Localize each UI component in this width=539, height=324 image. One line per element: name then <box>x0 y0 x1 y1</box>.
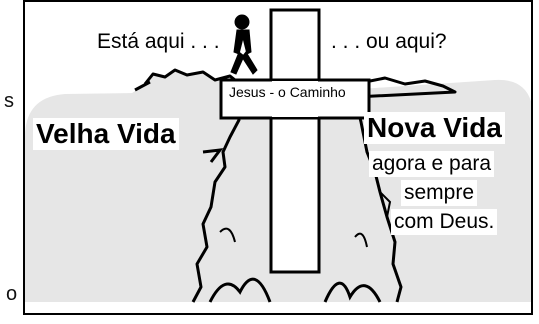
caption-left: Está aqui . . . <box>97 30 220 53</box>
left-cliff-edge <box>143 68 242 303</box>
new-life-line-2: sempre <box>401 180 478 206</box>
left-edge-fragment-bottom: o <box>6 283 18 305</box>
new-life-label: Nova Vida <box>364 112 505 144</box>
cross-label: Jesus - o Caminho <box>227 84 348 100</box>
left-edge-fragment-top: s <box>4 90 14 112</box>
chasm-floor <box>208 277 382 303</box>
caption-right: . . . ou aqui? <box>331 30 447 53</box>
walking-person-icon <box>230 14 258 75</box>
old-life-label: Velha Vida <box>33 118 179 150</box>
illustration-frame: Está aqui . . . . . . ou aqui? Jesus - o… <box>23 0 533 315</box>
cross-vertical-beam <box>269 8 321 274</box>
new-life-line-1: agora e para <box>369 151 495 177</box>
new-life-line-3: com Deus. <box>391 209 498 235</box>
